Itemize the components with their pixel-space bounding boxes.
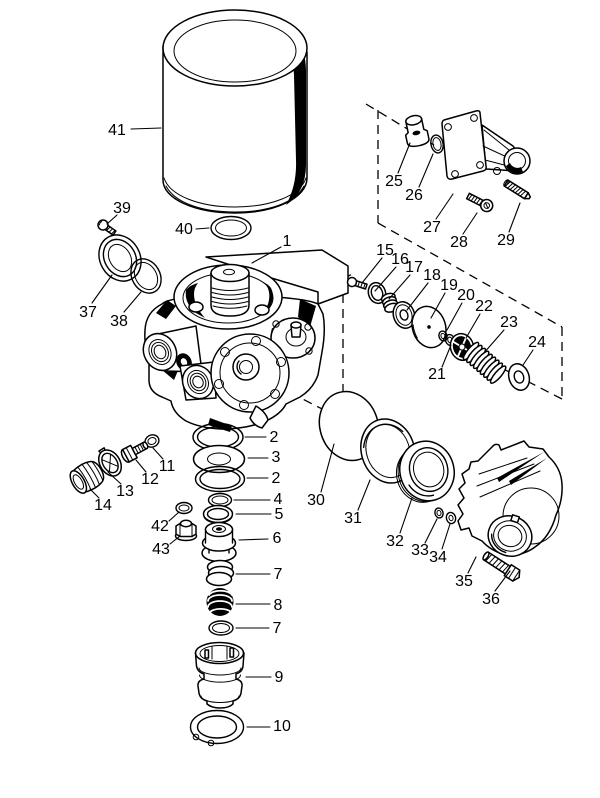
- callout-16: 16: [391, 251, 409, 268]
- callout-35: 35: [455, 573, 473, 590]
- callout-42: 42: [151, 518, 169, 535]
- part-28-bolt: [465, 192, 494, 213]
- part-23-spring: [462, 341, 507, 384]
- part-35-end-cover: [457, 440, 563, 557]
- callout-13: 13: [116, 483, 134, 500]
- part-29-stud: [503, 179, 532, 200]
- callout-41: 41: [108, 122, 126, 139]
- part-24-washer: [507, 363, 531, 391]
- callout-21: 21: [428, 366, 446, 383]
- part-37-seal-ring: [98, 234, 142, 282]
- callout-36: 36: [482, 591, 500, 608]
- callout-28: 28: [450, 234, 468, 251]
- callout-38: 38: [110, 313, 128, 330]
- part-32-piston: [396, 440, 455, 503]
- callout-15: 15: [376, 242, 394, 259]
- callout-12: 12: [141, 471, 159, 488]
- callout-39: 39: [113, 200, 131, 217]
- part-42-o-ring: [175, 501, 193, 515]
- callout-31: 31: [344, 510, 362, 527]
- callout-labels: 41 39 40 1 37 38 25 26 27 28 29 15 16 17…: [79, 122, 546, 735]
- part-18-seal: [392, 301, 416, 329]
- part-9-purge-valve-housing: [194, 641, 245, 709]
- callout-34: 34: [429, 549, 447, 566]
- callout-7b: 7: [273, 620, 282, 637]
- callout-19: 19: [440, 277, 458, 294]
- callout-18: 18: [423, 267, 441, 284]
- part-36-hex-bolt: [482, 551, 521, 582]
- part-19-diaphragm-disc: [411, 305, 447, 349]
- callout-4: 4: [274, 491, 283, 508]
- part-40-o-ring: [210, 215, 252, 241]
- part-13-check-valve: [97, 447, 123, 477]
- callout-30: 30: [307, 492, 325, 509]
- part-25-bushing: [404, 114, 430, 148]
- callout-40: 40: [175, 221, 193, 238]
- part-27-governor-cover: [441, 110, 531, 180]
- part-1-body: [142, 249, 349, 432]
- part-34-o-ring-small: [445, 511, 457, 525]
- part-41-desiccant-cartridge: [162, 9, 308, 214]
- part-39-screw: [97, 219, 117, 236]
- part-3-washer: [192, 444, 246, 474]
- part-5-seal-cup: [202, 504, 234, 524]
- callout-32: 32: [386, 533, 404, 550]
- callout-29: 29: [497, 232, 515, 249]
- callout-22: 22: [475, 298, 493, 315]
- part-14-threaded-plug: [69, 460, 105, 494]
- callout-27: 27: [423, 219, 441, 236]
- callout-8: 8: [274, 597, 283, 614]
- callout-2b: 2: [272, 470, 281, 487]
- part-33-o-ring-small: [434, 507, 444, 519]
- part-26-o-ring: [430, 134, 444, 154]
- part-4-o-ring: [207, 492, 233, 508]
- callout-20: 20: [457, 287, 475, 304]
- part-15-screw: [346, 276, 368, 290]
- callout-7a: 7: [274, 566, 283, 583]
- part-10-snap-ring: [180, 709, 245, 756]
- callout-24: 24: [528, 334, 546, 351]
- callout-23: 23: [500, 314, 518, 331]
- part-7-o-ring-lower: [208, 620, 234, 636]
- callout-17: 17: [405, 259, 423, 276]
- part-12-valve-bolt: [120, 441, 149, 463]
- part-7-spring-seat-upper: [205, 559, 235, 587]
- callout-10: 10: [273, 718, 291, 735]
- callout-11: 11: [159, 458, 176, 475]
- callout-26: 26: [405, 187, 423, 204]
- callout-1: 1: [283, 233, 292, 250]
- part-2-o-ring-lower: [194, 465, 246, 493]
- callout-9: 9: [275, 669, 284, 686]
- callout-37: 37: [79, 304, 97, 321]
- callout-14: 14: [94, 497, 112, 514]
- callout-6: 6: [273, 530, 282, 547]
- callout-3: 3: [272, 449, 281, 466]
- part-38-o-ring: [130, 258, 162, 294]
- part-8-spring: [206, 588, 234, 616]
- leader-lines: [89, 127, 534, 728]
- callout-33: 33: [411, 542, 429, 559]
- part-6-valve-piston: [201, 521, 237, 563]
- callout-5: 5: [275, 506, 284, 523]
- callout-25: 25: [385, 173, 403, 190]
- part-43-hex-nut: [174, 519, 198, 542]
- callout-43: 43: [152, 541, 170, 558]
- part-17-spring-small: [380, 292, 400, 313]
- callout-2a: 2: [270, 429, 279, 446]
